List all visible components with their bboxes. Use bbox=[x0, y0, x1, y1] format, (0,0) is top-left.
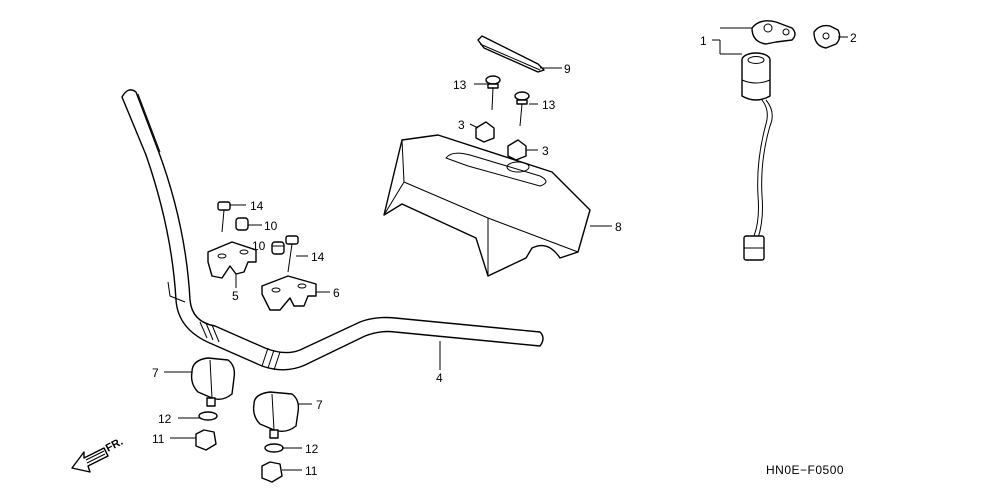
callout-numbers: 1 2 9 13 13 3 3 8 14 10 10 14 5 6 4 7 7 … bbox=[152, 31, 857, 478]
callout-10-left: 10 bbox=[264, 219, 278, 233]
callout-4: 4 bbox=[436, 371, 443, 385]
diagram-code: HN0E−F0500 bbox=[766, 463, 844, 477]
collar-10-right bbox=[271, 241, 285, 255]
handlebar-cover bbox=[383, 134, 591, 277]
callout-11-right: 11 bbox=[305, 464, 318, 478]
handle-upper-holder-6 bbox=[261, 275, 317, 311]
callout-14-right: 14 bbox=[311, 250, 325, 264]
bolt-14-left bbox=[217, 201, 231, 233]
grommet-3-left bbox=[475, 121, 495, 143]
callout-6: 6 bbox=[333, 286, 340, 300]
callout-12-left: 12 bbox=[158, 412, 172, 426]
callout-13-left: 13 bbox=[453, 78, 467, 92]
grommet-3-right bbox=[507, 139, 527, 161]
handle-lower-holder-7-right bbox=[252, 391, 300, 439]
ignition-switch bbox=[741, 20, 796, 261]
leader-lines bbox=[164, 27, 848, 471]
handlebar bbox=[121, 89, 544, 371]
callout-13-right: 13 bbox=[542, 98, 556, 112]
washer-12-right bbox=[264, 443, 284, 453]
callout-12-right: 12 bbox=[305, 442, 319, 456]
seal-9 bbox=[477, 35, 545, 73]
callout-5: 5 bbox=[232, 289, 239, 303]
washer-12-left bbox=[198, 411, 218, 421]
callout-3-left: 3 bbox=[458, 118, 465, 132]
callout-10-right: 10 bbox=[252, 239, 266, 253]
callout-3-right: 3 bbox=[542, 144, 549, 158]
callout-2: 2 bbox=[850, 31, 857, 45]
front-label: FR. bbox=[104, 436, 125, 455]
callout-9: 9 bbox=[564, 62, 571, 76]
callout-11-left: 11 bbox=[152, 432, 165, 446]
screw-13-right bbox=[514, 91, 530, 127]
collar-10-left bbox=[235, 217, 249, 231]
callout-7-left: 7 bbox=[152, 366, 159, 380]
nut-11-right bbox=[261, 461, 283, 483]
callout-8: 8 bbox=[615, 220, 622, 234]
callout-1: 1 bbox=[700, 34, 707, 48]
nut-11-left bbox=[195, 429, 217, 451]
ignition-key bbox=[813, 24, 841, 49]
handle-upper-holder-5 bbox=[207, 241, 257, 279]
handle-lower-holder-7-left bbox=[190, 357, 236, 407]
bolt-14-right bbox=[285, 235, 299, 273]
screw-13-left bbox=[485, 75, 501, 111]
front-direction-arrow: FR. bbox=[71, 436, 125, 473]
callout-14-left: 14 bbox=[250, 199, 264, 213]
callout-7-right: 7 bbox=[316, 398, 323, 412]
